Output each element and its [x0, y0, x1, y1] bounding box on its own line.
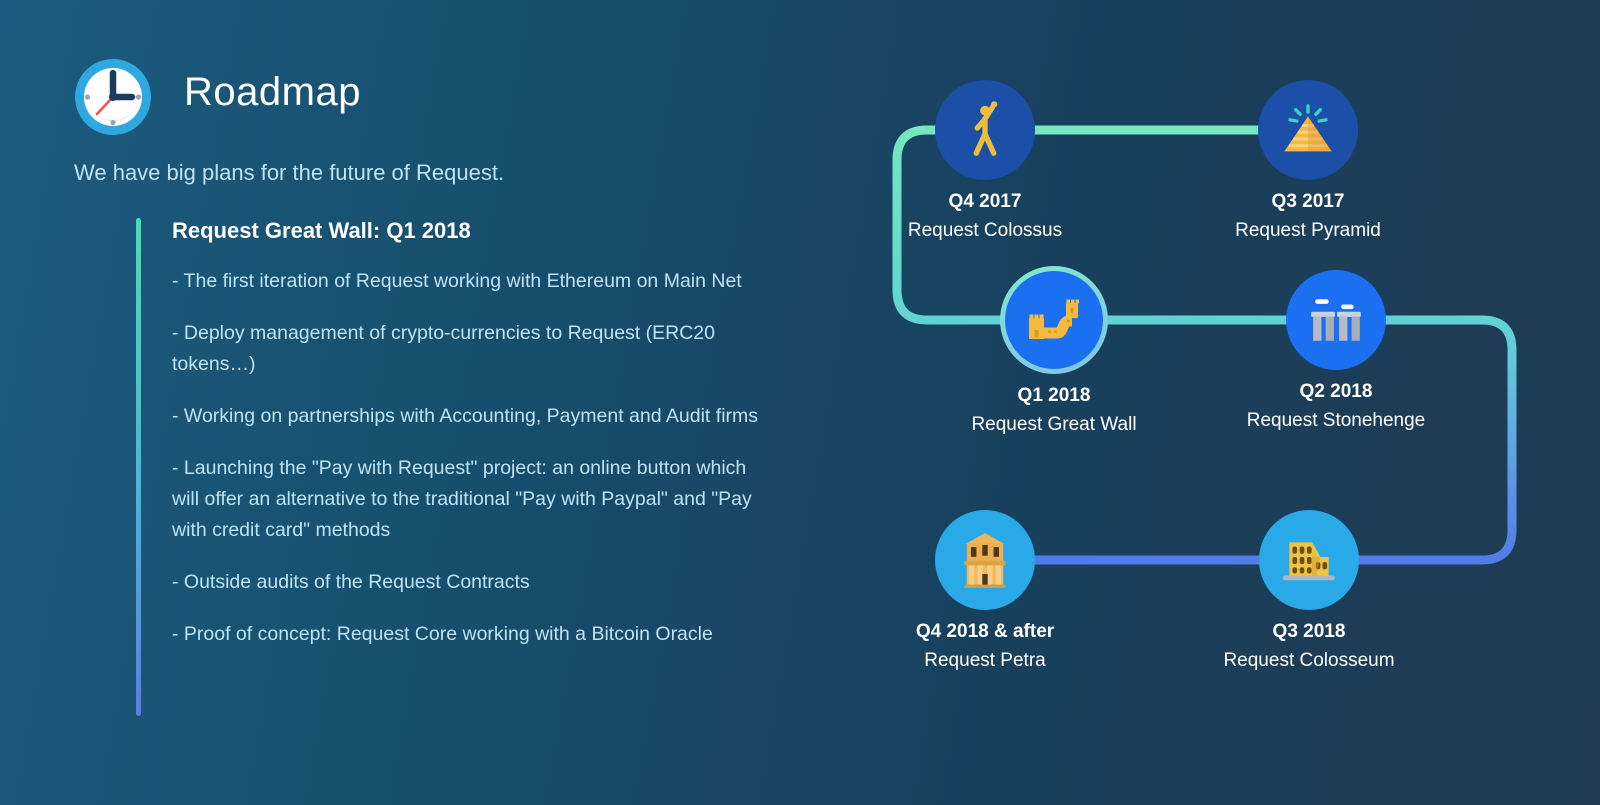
colosseum-icon [1283, 542, 1335, 581]
milestone-circle [935, 510, 1035, 610]
milestone-quarter: Q3 2018 [1272, 621, 1346, 642]
milestone-name: Request Pyramid [1235, 220, 1381, 241]
milestone-name: Request Great Wall [971, 414, 1137, 435]
page-subtitle: We have big plans for the future of Requ… [74, 160, 505, 185]
milestone-name: Request Petra [924, 650, 1046, 671]
milestone-quarter: Q4 2018 & after [915, 621, 1055, 642]
colossus-icon [973, 101, 998, 156]
milestone-great-wall: Q1 2018 Request Great Wall [934, 266, 1174, 436]
clock-icon [74, 58, 152, 136]
milestone-colossus: Q4 2017 Request Colossus [865, 80, 1105, 242]
highlight-ring [1000, 266, 1108, 374]
milestone-quarter: Q2 2018 [1299, 381, 1373, 402]
stonehenge-icon [1311, 299, 1361, 341]
accent-gradient-line [136, 218, 141, 716]
milestone-name: Request Colossus [907, 220, 1063, 241]
bullet-item: - Outside audits of the Request Contract… [172, 571, 530, 593]
bullet-item: - Proof of concept: Request Core working… [172, 623, 713, 645]
bullet-item: - Working on partnerships with Accountin… [172, 405, 759, 427]
milestone-quarter: Q3 2017 [1271, 191, 1345, 212]
milestone-circle [935, 80, 1035, 180]
milestone-name: Request Stonehenge [1246, 410, 1426, 431]
bullet-item: - Deploy management of crypto-currencies… [172, 322, 715, 375]
bullet-item: - The first iteration of Request working… [172, 270, 742, 292]
milestone-circle [1005, 271, 1103, 369]
milestone-colosseum: Q3 2018 Request Colosseum [1189, 510, 1429, 672]
milestone-pyramid: Q3 2017 Request Pyramid [1188, 80, 1428, 242]
page-title: Roadmap [184, 70, 361, 114]
milestone-circle [1286, 270, 1386, 370]
milestone-circle [1259, 510, 1359, 610]
pyramid-icon [1284, 104, 1332, 152]
milestone-stonehenge: Q2 2018 Request Stonehenge [1216, 270, 1456, 432]
roadmap-details: Request Great Wall: Q1 2018 - The first … [172, 218, 762, 650]
milestone-circle [1258, 80, 1358, 180]
milestone-quarter: Q4 2017 [948, 191, 1022, 212]
milestone-name: Request Colosseum [1223, 650, 1395, 671]
petra-icon [964, 533, 1006, 588]
details-heading: Request Great Wall: Q1 2018 [172, 218, 471, 243]
bullet-item: - Launching the "Pay with Request" proje… [172, 457, 752, 541]
milestone-quarter: Q1 2018 [1017, 385, 1091, 406]
great-wall-icon [1029, 299, 1079, 339]
milestone-petra: Q4 2018 & after Request Petra [865, 510, 1105, 672]
